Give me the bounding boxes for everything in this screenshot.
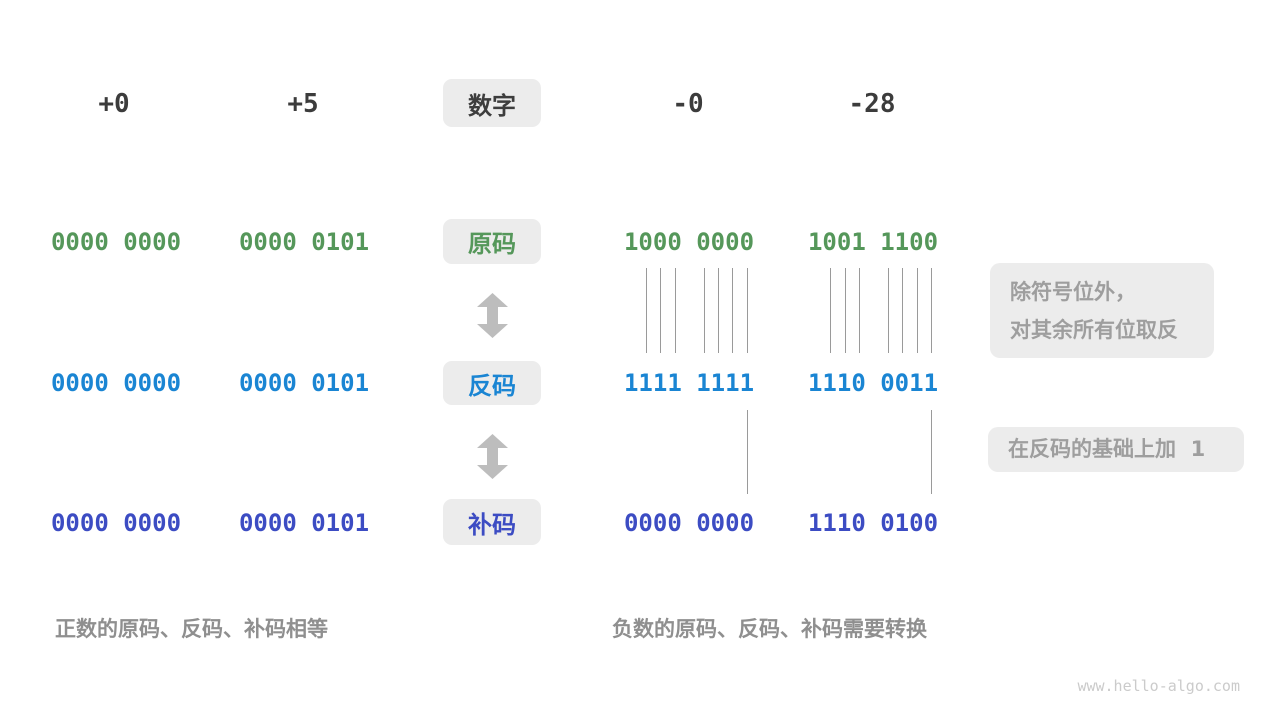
tag-twos-complement-label: 补码 [468, 510, 516, 539]
website-watermark: www.hello-algo.com [1077, 677, 1240, 695]
note-invert-bits-line1: 除符号位外， [1010, 279, 1136, 304]
twos-complement-of-minus-28: 1110 0100 [807, 509, 939, 537]
caption-negative-numbers: 负数的原码、反码、补码需要转换 [612, 617, 927, 641]
bit-mapping-line [660, 268, 661, 353]
number-label-minus-zero: -0 [672, 89, 704, 119]
bit-mapping-line [675, 268, 676, 353]
bit-mapping-line [718, 268, 719, 353]
ones-complement-of-plus-zero: 0000 0000 [50, 369, 182, 397]
note-add-one-label: 在反码的基础上加 1 [1008, 437, 1206, 461]
number-label-plus-five: +5 [287, 89, 319, 119]
tag-number: 数字 [443, 79, 541, 127]
tag-twos-complement: 补码 [443, 499, 541, 545]
sign-magnitude-of-plus-five: 0000 0101 [238, 228, 370, 256]
note-add-one: 在反码的基础上加 1 [988, 427, 1244, 472]
double-arrow-icon [477, 293, 508, 338]
sign-magnitude-of-plus-zero: 0000 0000 [50, 228, 182, 256]
tag-ones-complement-label: 反码 [468, 371, 516, 400]
bit-mapping-line [704, 268, 705, 353]
bit-mapping-line [902, 268, 903, 353]
tag-sign-magnitude-label: 原码 [468, 230, 516, 258]
note-invert-bits-line2: 对其余所有位取反 [1010, 317, 1178, 342]
ones-complement-of-minus-zero: 1111 1111 [623, 369, 755, 397]
tag-sign-magnitude: 原码 [443, 219, 541, 264]
note-invert-bits: 除符号位外， 对其余所有位取反 [990, 263, 1214, 358]
sign-magnitude-of-minus-zero: 1000 0000 [623, 228, 755, 256]
bit-mapping-line [845, 268, 846, 353]
bit-mapping-line [931, 268, 932, 353]
bit-mapping-line [859, 268, 860, 353]
bit-mapping-line [888, 268, 889, 353]
number-label-plus-zero: +0 [98, 89, 130, 119]
double-arrow-icon [477, 434, 508, 479]
twos-complement-of-minus-zero: 0000 0000 [623, 509, 755, 537]
tag-number-label: 数字 [468, 91, 516, 120]
number-label-minus-28: -28 [848, 89, 896, 119]
bit-mapping-line [732, 268, 733, 353]
add-one-line [931, 410, 932, 494]
sign-magnitude-of-minus-28: 1001 1100 [807, 228, 939, 256]
bit-mapping-line [830, 268, 831, 353]
twos-complement-of-plus-five: 0000 0101 [238, 509, 370, 537]
twos-complement-of-plus-zero: 0000 0000 [50, 509, 182, 537]
add-one-line [747, 410, 748, 494]
tag-ones-complement: 反码 [443, 361, 541, 405]
ones-complement-of-minus-28: 1110 0011 [807, 369, 939, 397]
ones-complement-of-plus-five: 0000 0101 [238, 369, 370, 397]
bit-mapping-line [747, 268, 748, 353]
bit-mapping-line [646, 268, 647, 353]
caption-positive-numbers: 正数的原码、反码、补码相等 [55, 617, 328, 641]
bit-mapping-line [917, 268, 918, 353]
